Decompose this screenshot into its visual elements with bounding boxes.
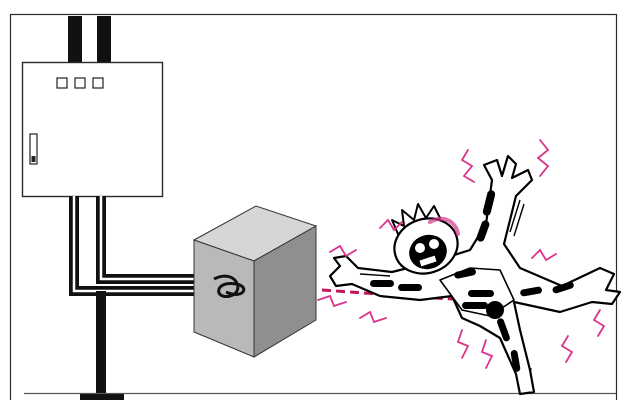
supply-cables bbox=[68, 16, 111, 62]
distribution-panel bbox=[21, 61, 164, 198]
diagram-frame bbox=[9, 13, 618, 400]
shock-lines bbox=[317, 139, 606, 369]
cable-loop bbox=[213, 274, 246, 298]
indicator-light-1 bbox=[56, 77, 68, 89]
indicator-light-3 bbox=[92, 77, 104, 89]
motion-lines bbox=[359, 199, 525, 277]
appliance-side bbox=[253, 225, 317, 358]
ground-symbol-icon bbox=[80, 394, 124, 400]
appliance-box bbox=[192, 205, 318, 358]
electrocuted-person bbox=[328, 154, 622, 396]
ground-connection bbox=[80, 291, 124, 400]
device-cables bbox=[69, 196, 222, 296]
indicator-light-2 bbox=[74, 77, 86, 89]
panel-switch-lever bbox=[31, 156, 36, 162]
appliance-front bbox=[193, 239, 255, 358]
panel-switch bbox=[29, 133, 38, 165]
